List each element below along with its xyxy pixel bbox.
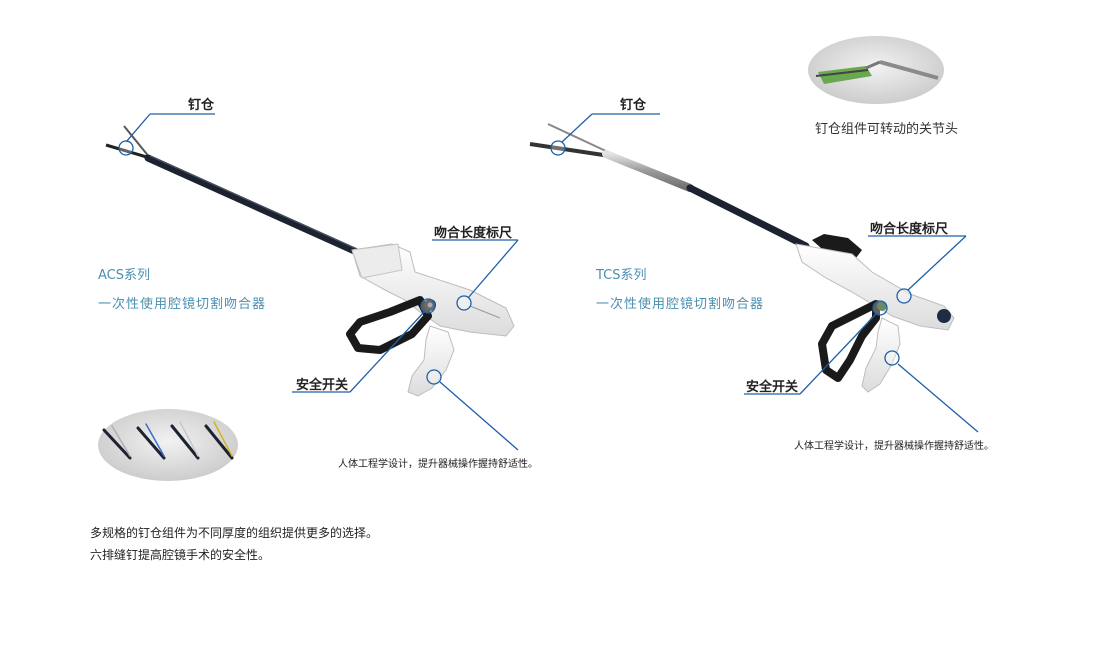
callouts-right xyxy=(550,113,979,433)
articulation-inset-image xyxy=(808,36,944,104)
left-ruler-label: 吻合长度标尺 xyxy=(434,226,513,241)
left-series-name: ACS系列 xyxy=(98,268,150,283)
inset-caption: 钉仓组件可转动的关节头 xyxy=(815,122,959,137)
right-cartridge-label: 钉仓 xyxy=(620,98,647,113)
footer-line-2: 六排缝钉提高腔镜手术的安全性。 xyxy=(90,548,271,562)
right-series-name: TCS系列 xyxy=(596,268,647,283)
left-ergonomic-note: 人体工程学设计，提升器械操作握持舒适性。 xyxy=(338,459,538,470)
right-ruler-label: 吻合长度标尺 xyxy=(870,222,949,237)
right-series-desc: 一次性使用腔镜切割吻合器 xyxy=(596,297,765,312)
acs-stapler-image xyxy=(105,125,515,397)
footer-line-1: 多规格的钉仓组件为不同厚度的组织提供更多的选择。 xyxy=(90,526,379,540)
callouts-left xyxy=(118,113,519,451)
cartridge-variants-image xyxy=(98,409,238,481)
right-safety-label: 安全开关 xyxy=(746,380,799,395)
tcs-stapler-image xyxy=(529,123,955,393)
left-cartridge-label: 钉仓 xyxy=(188,98,215,113)
left-series-desc: 一次性使用腔镜切割吻合器 xyxy=(98,297,267,312)
left-safety-label: 安全开关 xyxy=(296,378,349,393)
right-ergonomic-note: 人体工程学设计，提升器械操作握持舒适性。 xyxy=(794,441,994,452)
